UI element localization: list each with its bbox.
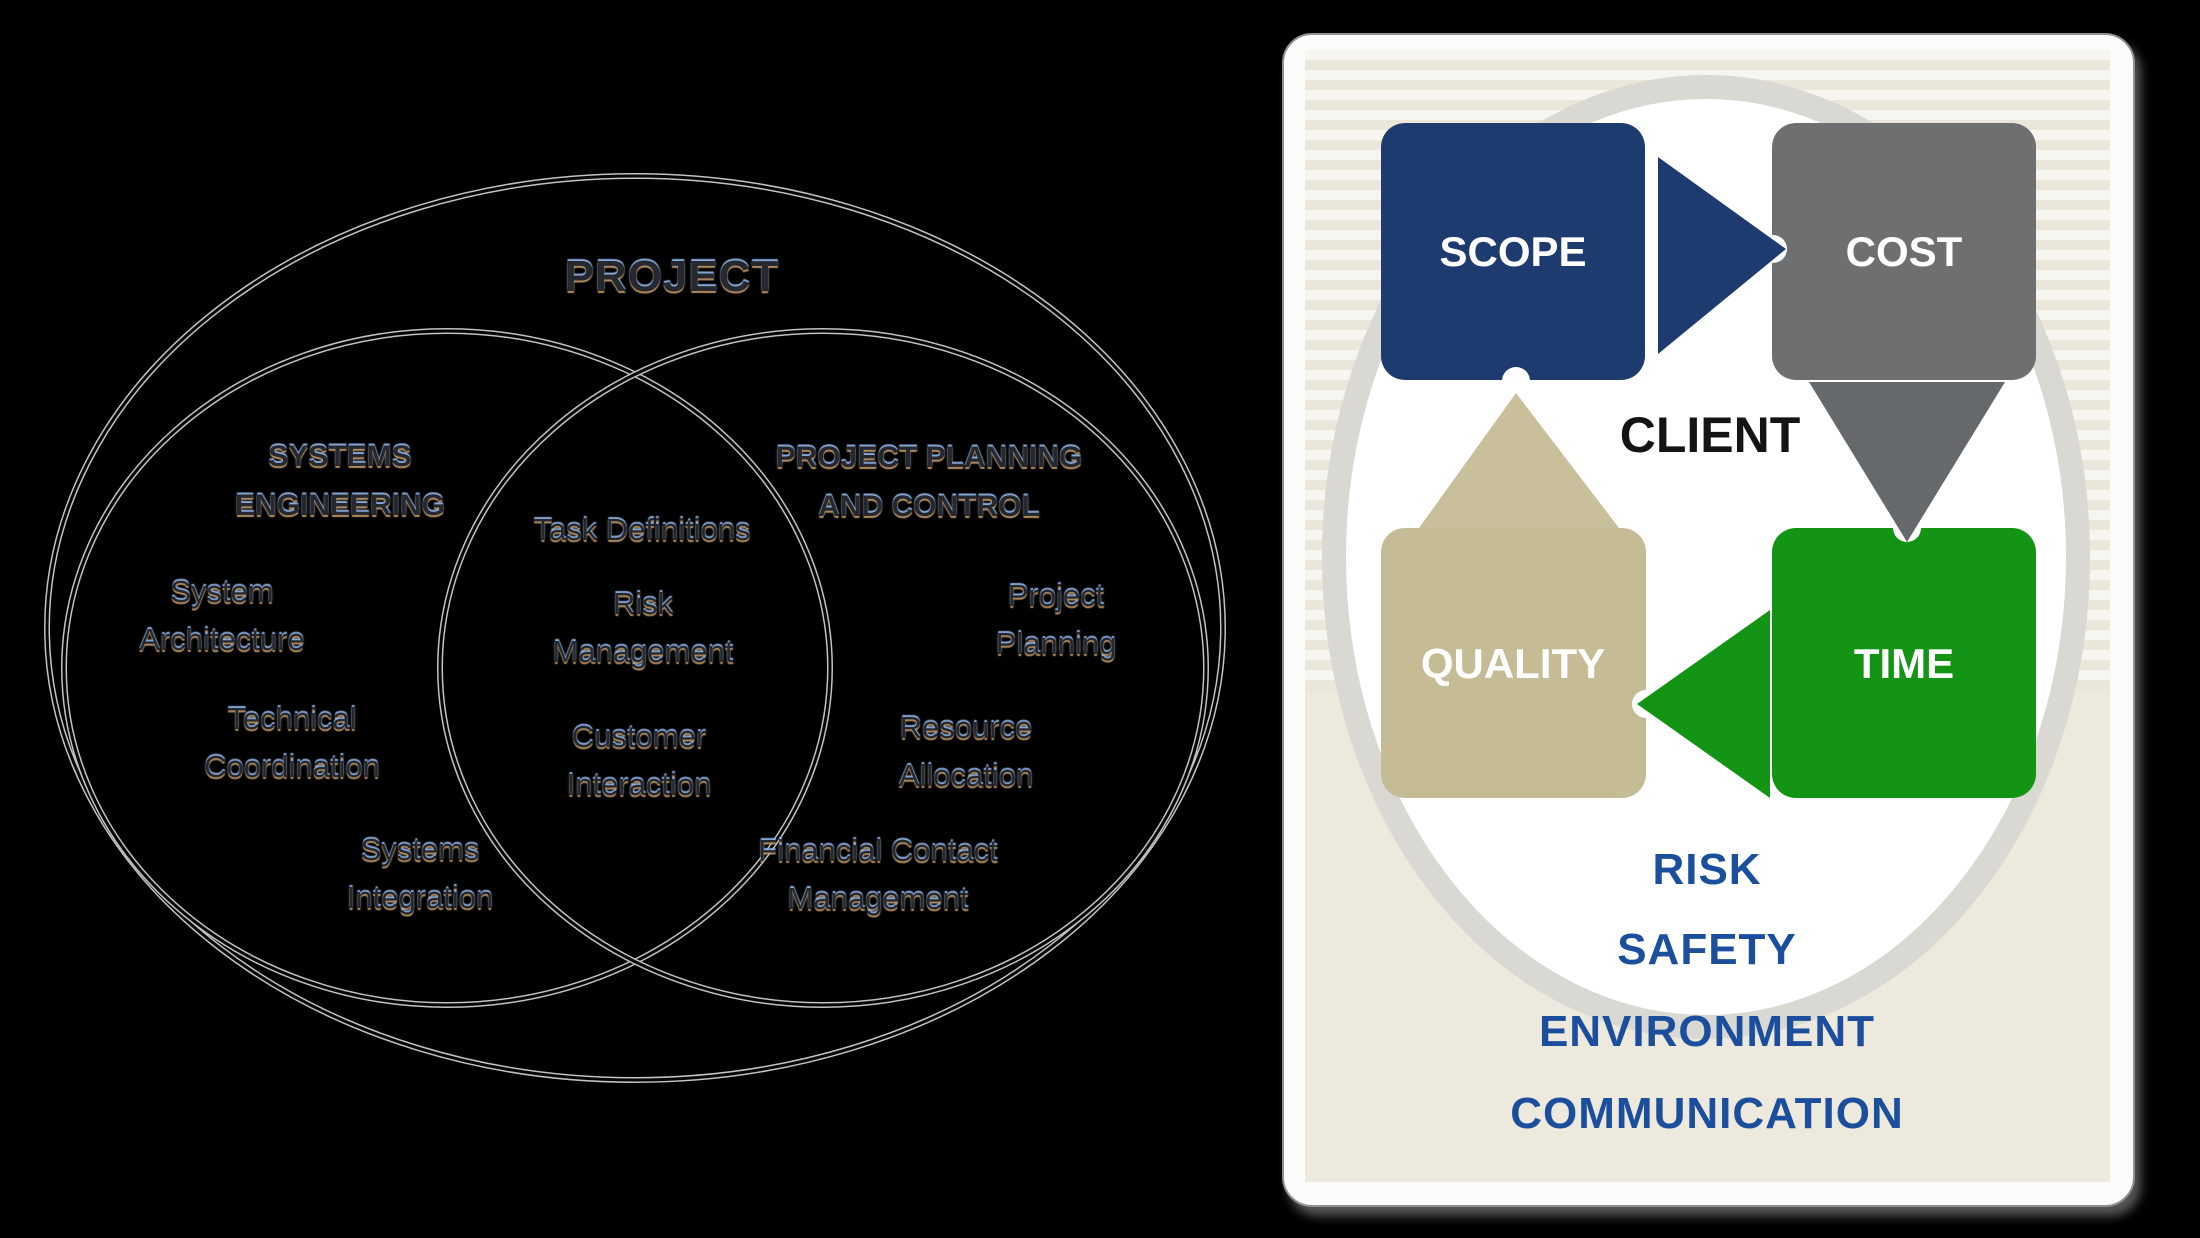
right-item-resource-allocation: Resource Allocation bbox=[898, 710, 1034, 793]
overlap-item-task-definitions: Task Definitions bbox=[533, 512, 751, 547]
cost-label: COST bbox=[1846, 228, 1963, 275]
left-circle-title: SYSTEMS ENGINEERING bbox=[234, 440, 446, 522]
overlap-item-customer-interaction: Customer Interaction bbox=[566, 719, 712, 802]
footer-item-communication: COMMUNICATION bbox=[1510, 1089, 1903, 1138]
left-item-system-architecture: System Architecture bbox=[139, 574, 305, 657]
quality-block bbox=[1381, 528, 1646, 798]
cycle-diagram: SCOPE COST QUALITY TIME CLIENT RISK SAFE… bbox=[1322, 75, 2090, 1138]
overlap-item-risk-management: Risk Management bbox=[552, 586, 734, 669]
right-item-project-planning: Project Planning bbox=[995, 578, 1117, 661]
right-circle-title: PROJECT PLANNING AND CONTROL bbox=[775, 441, 1083, 523]
arrow-time-to-quality bbox=[1637, 610, 1770, 798]
venn-title: PROJECT bbox=[564, 252, 780, 301]
venn-curves bbox=[44, 173, 1226, 1083]
time-block bbox=[1772, 528, 2036, 798]
time-label: TIME bbox=[1854, 640, 1954, 687]
client-cycle-card: SCOPE COST QUALITY TIME CLIENT RISK SAFE… bbox=[1282, 33, 2135, 1207]
client-label: CLIENT bbox=[1620, 407, 1801, 463]
footer-item-safety: SAFETY bbox=[1617, 925, 1797, 974]
footer-item-risk: RISK bbox=[1652, 845, 1761, 894]
venn-diagram: PROJECT SYSTEMS ENGINEERING System Archi… bbox=[44, 173, 1226, 1083]
right-item-financial-contact: Financial Contact Management bbox=[758, 833, 998, 916]
project-planning-circle bbox=[437, 328, 1209, 1008]
project-ellipse bbox=[44, 173, 1226, 1083]
footer-item-environment: ENVIRONMENT bbox=[1539, 1007, 1875, 1056]
cost-block bbox=[1772, 123, 2036, 380]
arrow-scope-to-cost bbox=[1658, 157, 1786, 354]
left-item-technical-coordination: Technical Coordination bbox=[204, 701, 380, 784]
scope-bottom-notch bbox=[1502, 367, 1530, 395]
scope-label: SCOPE bbox=[1439, 228, 1586, 275]
quality-label: QUALITY bbox=[1421, 640, 1605, 687]
scope-block bbox=[1381, 123, 1645, 380]
systems-engineering-circle bbox=[61, 328, 833, 1008]
card-background: SCOPE COST QUALITY TIME CLIENT RISK SAFE… bbox=[1305, 50, 2110, 1182]
left-item-systems-integration: Systems Integration bbox=[346, 832, 494, 915]
arrow-quality-to-scope bbox=[1419, 393, 1619, 528]
arrow-cost-to-time bbox=[1809, 382, 2005, 542]
